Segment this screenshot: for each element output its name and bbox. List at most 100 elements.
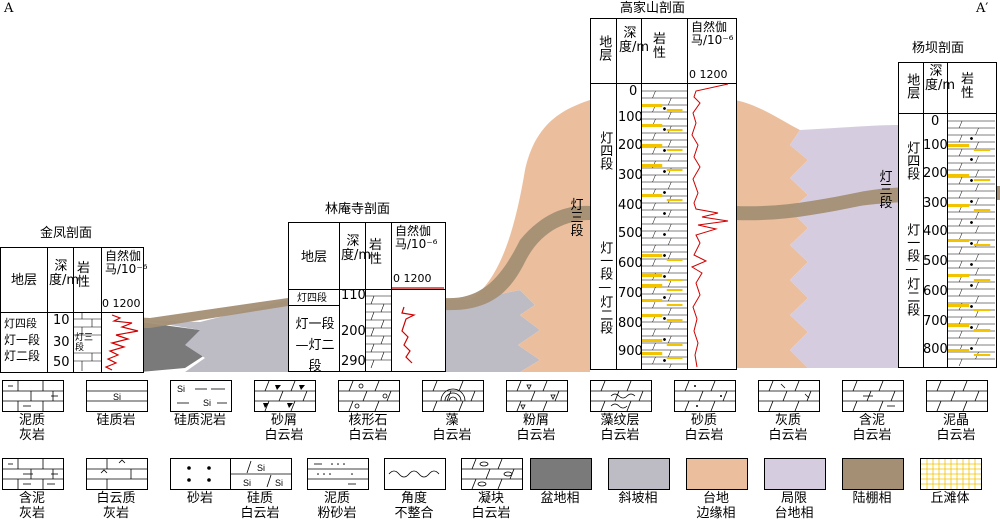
legend-mound-shoal-swatch [920,458,982,490]
yang-depth-3: 300 [923,196,948,211]
legend-sandy-dolomite-swatch [674,380,736,412]
gao-formation-3: 灯一段—灯二段 [597,241,613,334]
lin-header-lith: 岩性 [369,238,383,268]
gao-depth-3: 300 [618,168,643,183]
lin-formation-1: 灯四段 [297,293,327,304]
gao-gamma-log [690,83,729,368]
restricted-facies [790,125,898,368]
legend-sandstone-label: 砂岩 [186,491,213,506]
legend-argillaceous-siltstone-label: 泥质 粉砂岩 [317,491,357,521]
legend-siliceous-dolomite-label: 硅质 白云岩 [240,491,280,521]
legend-dolomitic-limestone-swatch [86,458,148,490]
yang-depth-6: 600 [923,284,948,299]
legend-sandy-dolomite-label: 砂质 白云岩 [684,413,724,443]
lin-title: 林庵寺剖面 [325,202,391,217]
svg-text:Si: Si [177,384,185,394]
legend-micrite-dolomite-label: 泥晶 白云岩 [936,413,976,443]
legend-thrombolite-dolomite-swatch [461,458,523,490]
legend-mudstone-limestone-label: 泥质 灰岩 [18,413,45,443]
svg-text:Si: Si [275,478,283,488]
legend-silt-dolomite-swatch [506,380,568,412]
jinfeng-column: 地层 深度/m 岩性 自然伽马/10⁻⁶ 0 1200 灯四段 灯一段 灯二段 … [0,247,148,373]
gao-gamma-scale: 0 1200 [689,68,728,81]
legend-mudstone-limestone-swatch [2,380,64,412]
slope-facies-2 [444,290,540,372]
lin-gamma-scale: 0 1200 [393,272,432,285]
gao-depth-9: 900 [618,344,643,359]
legend-siliceous-rock-swatch: Si [86,380,148,412]
legend-algal-laminite-dolomite-swatch [590,380,652,412]
yang-depth-7: 700 [923,314,948,329]
legend-argillaceous-siltstone-swatch [307,458,369,490]
jinfeng-title: 金凤剖面 [40,226,93,241]
legend-basin-facies-label: 盆地相 [540,491,580,506]
jinfeng-header-depth: 深度/m [49,259,80,289]
yang-depth-2: 200 [923,166,948,181]
endpoint-left: A [4,1,14,16]
svg-text:Si: Si [257,463,265,473]
margin-facies-right [735,100,808,368]
legend-platform-margin-facies-label: 台地 边缘相 [696,491,736,521]
legend-mound-shoal-label: 丘滩体 [930,491,970,506]
yang-formation-1: 灯四段 [904,141,920,180]
lin-lith-pattern [366,295,391,369]
gao-formation-1: 灯四段 [597,131,613,170]
legend-siliceous-mudstone-label: 硅质泥岩 [173,413,226,428]
legend-argillaceous-limestone-label: 含泥 灰岩 [18,491,45,521]
legend-shelf-facies-swatch [842,458,904,490]
jinfeng-formation-3: 灯二段 [4,349,41,363]
gao-depth-5: 500 [618,226,643,241]
yang-formation-3: 灯一段—灯二段 [904,223,920,316]
lin-header-gamma: 自然伽马/10⁻⁶ [395,224,438,252]
legend-oncolite-dolomite-swatch [338,380,400,412]
lin-depth-3: 290 [341,354,366,369]
basin-facies [140,322,205,372]
svg-text:Si: Si [113,392,121,402]
legend-algal-dolomite-swatch [422,380,484,412]
gao-header-gamma: 自然伽马/10⁻⁶ [691,20,734,48]
legend-angular-unconformity-swatch [384,458,446,490]
legend-limy-dolomite-swatch [758,380,820,412]
gao-depth-6: 600 [618,256,643,271]
gao-depth-7: 700 [618,286,643,301]
legend-thrombolite-dolomite-label: 凝块 白云岩 [471,491,511,521]
legend-slope-facies-label: 斜坡相 [618,491,658,506]
jinfeng-lith-note: 灯三段 [75,333,94,353]
legend-micrite-dolomite-swatch [926,380,988,412]
gao-depth-8: 800 [618,316,643,331]
yang-header-formation: 地层 [904,73,920,99]
svg-text:Si: Si [203,398,211,408]
endpoint-right: A′ [976,1,989,16]
jinfeng-header-gamma: 自然伽马/10⁻⁶ [105,249,148,277]
legend-algal-dolomite-label: 藻 白云岩 [432,413,472,443]
yang-column: 地层 深度/m 岩性 灯四段 灯三段 灯一段—灯二段 0 100 200 300… [879,62,997,368]
jinfeng-header-formation: 地层 [11,273,38,288]
legend-sand-dolomite-swatch [254,380,316,412]
lin-gamma-log [392,287,444,364]
jinfeng-depth-1: 10 [53,313,70,328]
legend-siliceous-rock-label: 硅质岩 [96,413,136,428]
legend-basin-facies-swatch [530,458,592,490]
legend-shelf-facies-label: 陆棚相 [852,491,892,506]
legend-silt-dolomite-label: 粉屑 白云岩 [516,413,556,443]
yang-depth-0: 0 [931,114,940,129]
yang-formation-2: 灯三段 [879,170,893,211]
gao-header-formation: 地层 [596,35,612,61]
legend-argillaceous-limestone-swatch [2,458,64,490]
lin-column: 地层 深度/m 岩性 自然伽马/10⁻⁶ 0 1200 灯四段 灯一段—灯二段 … [288,222,446,374]
legend-restricted-platform-facies-label: 局限 台地相 [774,491,814,521]
jinfeng-depth-3: 50 [53,355,70,370]
jinfeng-depth-2: 30 [53,335,70,350]
gao-title: 高家山剖面 [620,1,686,16]
jinfeng-header-lith: 岩性 [77,261,91,291]
legend-oncolite-dolomite-label: 核形石 白云岩 [348,413,388,443]
yang-header-lith: 岩性 [961,72,975,102]
yang-depth-4: 400 [923,224,948,239]
lin-depth-1: 110 [341,288,366,303]
gao-lith-pattern [642,90,687,368]
gao-column: 地层 深度/m 岩性 自然伽马/10⁻⁶ 0 1200 灯四段 灯三段 灯一段—… [570,18,737,370]
yang-depth-1: 100 [923,138,948,153]
